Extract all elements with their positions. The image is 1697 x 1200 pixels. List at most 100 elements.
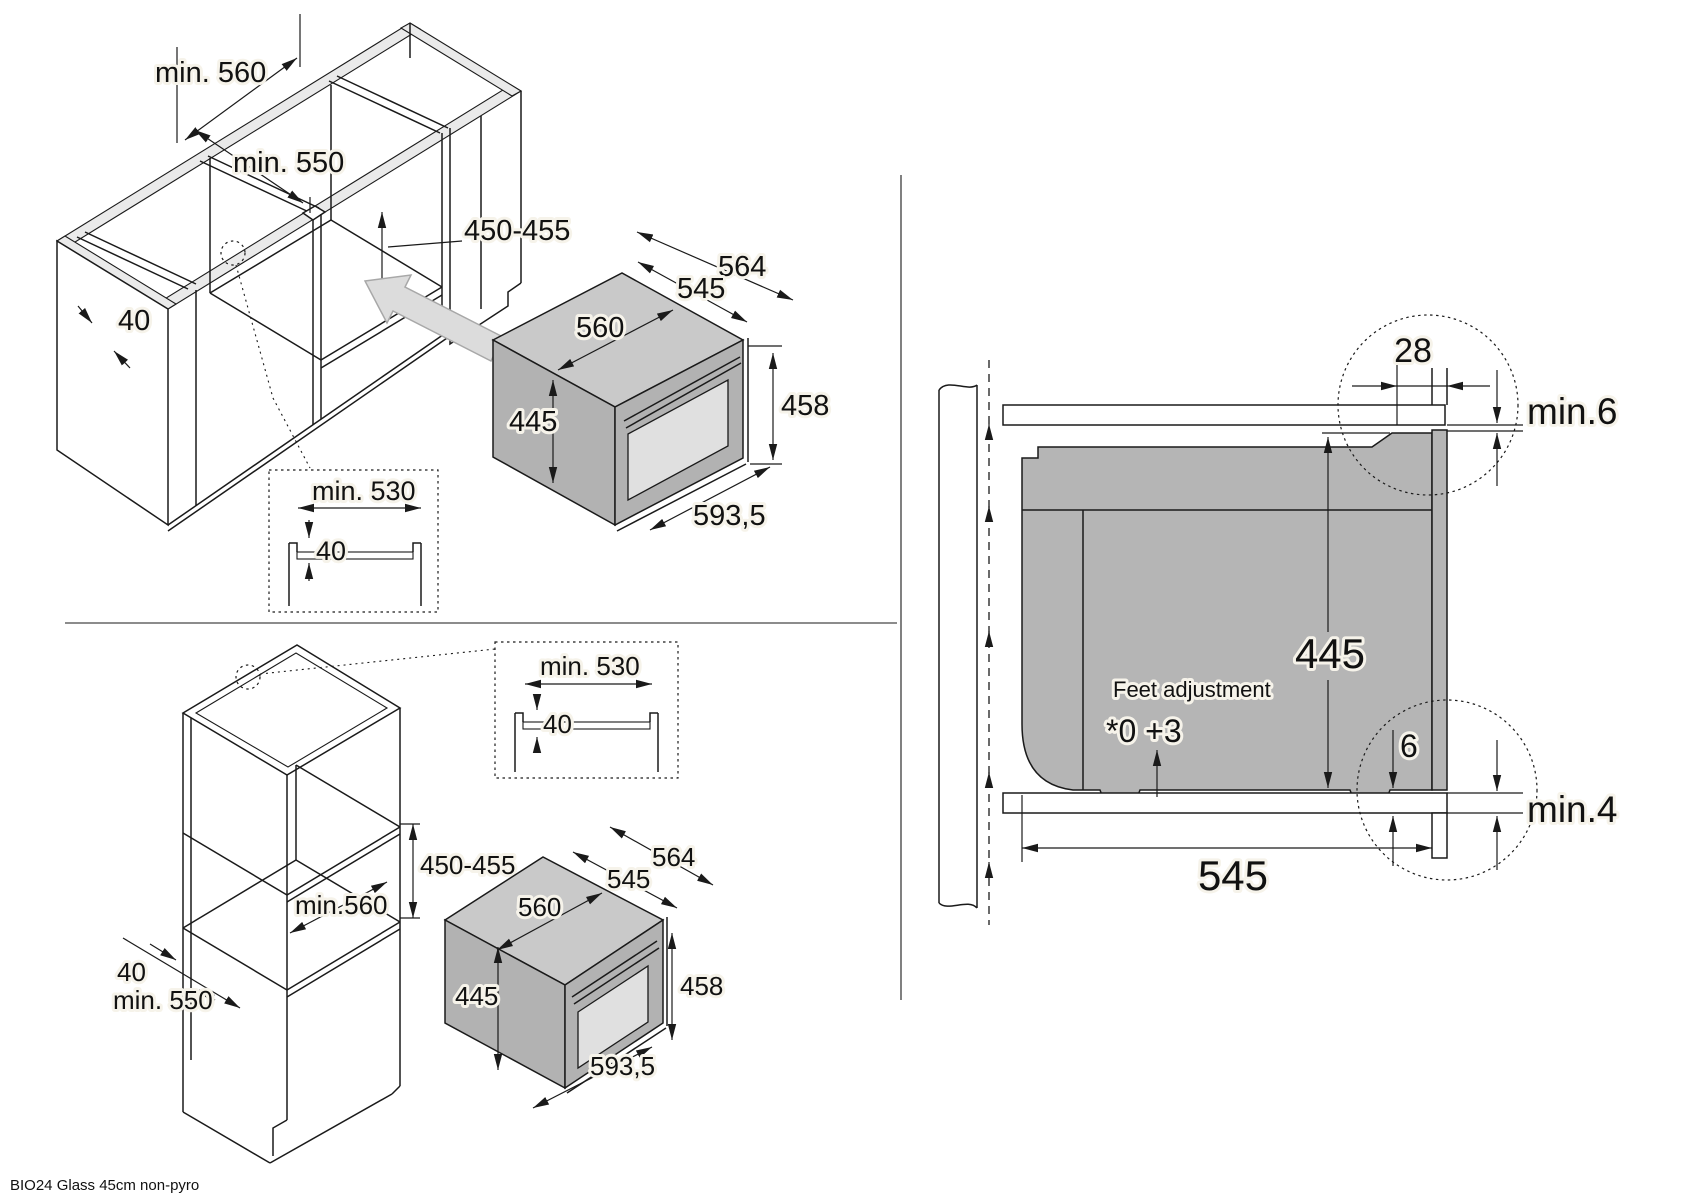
dim-frame-overhang: 28	[1394, 332, 1432, 370]
bottom-cabinet-isometric-line	[286, 826, 401, 896]
top-cabinet-isometric-line	[336, 75, 449, 129]
top-oven-dimensions-line	[637, 261, 748, 323]
top-oven-dimensions: 564 545 560 445 458 593,5	[506, 231, 832, 535]
dim-oven-body-height-b: 445	[455, 981, 498, 1011]
dim-oven-front-width-b: 593,5	[590, 1051, 655, 1081]
top-cabinet-isometric-line	[399, 22, 523, 97]
wall-break-edges	[938, 384, 978, 909]
rail-detail-circle	[220, 240, 246, 266]
bottom-detail-box-line	[649, 712, 658, 722]
top-oven-isometric-line	[625, 362, 742, 429]
tall-cabinet-top-face	[181, 644, 402, 776]
dim-top-clearance: min.6	[1527, 391, 1617, 432]
bottom-cabinet-isometric-line	[194, 652, 389, 768]
worktop	[1002, 404, 1446, 426]
bottom-cabinet-isometric-line	[182, 1111, 271, 1164]
top-oven-dimensions-line	[557, 309, 674, 371]
bottom-oven-isometric-line	[573, 947, 660, 1005]
dim-top-cabinet-depth: min. 550	[233, 147, 344, 179]
bottom-oven-dimensions-line	[496, 892, 603, 951]
top-cabinet-isometric-line	[235, 264, 311, 469]
dim-oven-front-height-b: 458	[680, 971, 723, 1001]
bottom-detail-box-line	[494, 641, 679, 779]
bottom-cabinet-dimensions-line	[122, 937, 241, 1009]
top-cabinet-isometric-line	[77, 305, 93, 324]
bottom-cabinet-isometric-line	[286, 928, 401, 998]
bottom-cabinet-isometric	[181, 644, 496, 1164]
feet-adjustment-range: *0 +3	[1106, 713, 1182, 749]
oven-body-profile	[1021, 432, 1433, 799]
top-cabinet-isometric-line	[328, 80, 441, 134]
bottom-shelf	[1002, 792, 1448, 814]
rail-notch	[301, 205, 327, 221]
dim-oven-front-width-top: 593,5	[693, 500, 766, 532]
bottom-cabinet-isometric-line	[182, 927, 288, 991]
bottom-cabinet-isometric-line	[182, 832, 288, 896]
dim-channel-depth-top: 40	[316, 536, 346, 566]
dim-side-height: 445	[1295, 630, 1365, 677]
dim-top-opening-height: 450-455	[464, 215, 570, 247]
bottom-oven-dimensions-line	[532, 1046, 653, 1109]
top-cabinet-dimensions-line	[194, 129, 304, 204]
bottom-detail-box-line	[515, 712, 524, 722]
top-cabinet-isometric-line	[209, 219, 332, 294]
dim-channel-width-top: min. 530	[312, 476, 416, 506]
bottom-oven-dimensions-line	[572, 851, 678, 909]
dim-front-lip: 6	[1400, 728, 1418, 764]
side-view: 28 min.6 445 Feet adjustment *0 +3 6 min…	[938, 314, 1620, 925]
top-detail-box: min. 530 40	[268, 469, 439, 613]
dim-bay-height: 450-455	[420, 850, 515, 880]
top-cabinet-isometric-line	[76, 236, 189, 290]
bottom-cabinet-dimensions: 450-455 min.560 40 min. 550	[110, 823, 518, 1018]
top-oven-isometric-line	[623, 356, 741, 422]
top-cabinet-isometric-line	[113, 350, 131, 369]
dim-top-opening-width: min. 560	[155, 57, 266, 89]
rail-detail-circle-bottom	[235, 664, 261, 690]
top-cabinet-isometric-line	[167, 329, 451, 526]
dim-channel-width-bottom: min. 530	[540, 651, 640, 681]
section-dividers	[65, 175, 902, 1000]
top-cabinet-isometric	[55, 22, 523, 532]
top-cabinet-isometric-line	[167, 335, 451, 532]
bottom-oven-isometric-line	[571, 940, 658, 998]
dim-channel-depth-bottom: 40	[543, 709, 572, 739]
top-cabinet-isometric-line	[84, 231, 197, 285]
shelf-front-strip	[1431, 812, 1448, 859]
dim-oven-outer-depth-top: 564	[718, 251, 766, 283]
bottom-cabinet-dimensions-line	[289, 881, 388, 934]
dim-oven-front-height-top: 458	[781, 390, 829, 422]
insert-direction-arrow	[363, 274, 505, 363]
dim-top-rail-width: 40	[118, 305, 150, 337]
top-clearance-detail-circle	[1337, 314, 1519, 496]
dim-oven-body-width-b: 560	[518, 892, 561, 922]
dim-side-depth: 545	[1198, 852, 1268, 899]
top-oven-dimensions-line	[649, 466, 771, 531]
bottom-cabinet-isometric-line	[269, 1093, 393, 1164]
bottom-cabinet-isometric-line	[182, 859, 297, 929]
bottom-cabinet-isometric-line	[391, 1085, 401, 1095]
dim-bay-width: min.560	[295, 890, 388, 920]
top-cabinet-dimensions-line	[387, 240, 463, 248]
dim-tall-depth: min. 550	[113, 985, 213, 1015]
top-cabinet-dimensions: min. 560 min. 550 450-455 40	[115, 14, 573, 340]
top-detail-box-line	[296, 551, 414, 560]
top-detail-box-line	[268, 469, 439, 613]
bottom-cabinet-isometric-line	[295, 764, 401, 828]
top-cabinet-dimensions-line	[184, 57, 298, 141]
top-detail-box-line	[289, 542, 298, 552]
top-cabinet-isometric-line	[330, 219, 443, 288]
model-footer-label: BIO24 Glass 45cm non-pyro	[10, 1177, 199, 1194]
bottom-oven-dimensions: 564 545 560 445 458 593,5	[452, 826, 726, 1109]
bottom-detail-box: min. 530 40	[494, 641, 679, 779]
dim-oven-body-depth-top: 545	[677, 273, 725, 305]
dim-oven-body-height-top: 445	[509, 406, 557, 438]
bottom-cabinet-dimensions-line	[198, 989, 216, 1003]
bottom-cabinet-isometric-line	[272, 1119, 288, 1156]
top-cabinet-isometric-line	[209, 292, 322, 361]
bottom-detail-box-line	[522, 721, 651, 730]
left-end-panel	[56, 239, 169, 527]
dim-bottom-clearance: min.4	[1527, 789, 1617, 830]
top-detail-box-line	[412, 542, 421, 552]
